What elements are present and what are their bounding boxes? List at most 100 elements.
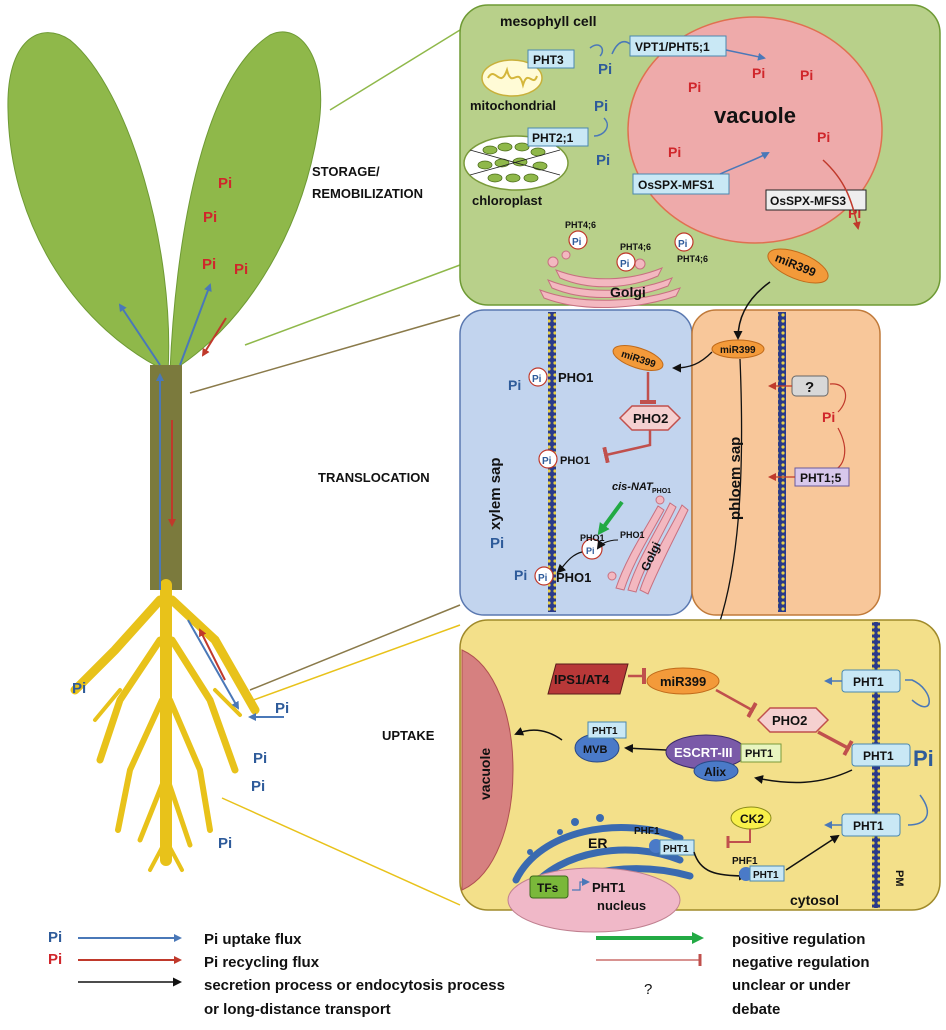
label-translocation: TRANSLOCATION <box>318 470 430 485</box>
legend-unclear-2: debate <box>732 1001 780 1018</box>
pm-label: PM <box>893 870 905 887</box>
xylem-golgi-icon <box>607 495 689 595</box>
mitochondrion-icon <box>481 59 543 97</box>
legend-unclear-1: unclear or under <box>732 977 851 994</box>
pht1-escrt-label: PHT1 <box>745 748 773 760</box>
meso-pi-2: Pi <box>594 98 608 115</box>
pht1-mvb-box <box>587 721 627 739</box>
pho1-top-label: PHO1 <box>558 370 593 385</box>
pho1-top-pi: Pi <box>532 374 542 385</box>
legend: Pi Pi uptake flux Pi Pi recycling flux s… <box>48 929 870 1018</box>
soil-pi-2: Pi <box>275 700 289 717</box>
stem <box>150 365 182 590</box>
mir399-to-xylem-arrow <box>672 351 713 373</box>
ck2-label: CK2 <box>740 812 764 826</box>
pht1-er-label: PHT1 <box>663 844 689 855</box>
legend-uptake-flux: Pi uptake flux <box>204 931 302 948</box>
root-pho2-label: PHO2 <box>772 713 807 728</box>
vesicle-pi-2: Pi <box>620 259 630 270</box>
legend-negative: negative regulation <box>732 954 870 971</box>
root-vacuole-label: vacuole <box>477 748 493 800</box>
osspx-mfs3-box <box>765 189 867 211</box>
mir399-longdist-arrow <box>733 281 771 340</box>
vac-pi-5: Pi <box>668 144 681 160</box>
vesicle-pi-1: Pi <box>572 237 582 248</box>
pht46-label-1: PHT4;6 <box>565 220 596 230</box>
pho1-vesicle-pi: Pi <box>586 546 595 556</box>
pho1-mid-label: PHO1 <box>560 455 590 467</box>
pht21-box <box>527 127 589 147</box>
pht21-label: PHT2;1 <box>532 131 574 145</box>
osspx-mfs1-label: OsSPX-MFS1 <box>638 178 714 192</box>
meso-golgi-label: Golgi <box>610 284 646 300</box>
vesicle-pi-3: Pi <box>678 239 688 250</box>
pht1-pm-mid <box>851 743 911 767</box>
nucleus-label: nucleus <box>597 898 646 913</box>
pho1-bottom-pi: Pi <box>538 573 548 584</box>
roots <box>70 579 260 872</box>
pht15-label: PHT1;5 <box>800 471 842 485</box>
cis-nat-label: cis-NAT <box>612 481 654 493</box>
meso-pi-3: Pi <box>596 152 610 169</box>
pho1-vesicle-label: PHO1 <box>580 533 605 543</box>
legend-positive: positive regulation <box>732 931 865 948</box>
phloem-mir399-label: miR399 <box>720 345 756 356</box>
meso-mir399-shape <box>767 248 829 284</box>
vac-pi-2: Pi <box>800 67 813 83</box>
chloroplast-icon <box>463 135 569 191</box>
pht1-pm-top-label: PHT1 <box>853 675 884 689</box>
ips1-label: IPS1/AT4 <box>554 672 610 687</box>
legend-pi-blue: Pi <box>48 929 62 946</box>
zoom-connectors <box>189 29 461 906</box>
cis-nat-sub: PHO1 <box>652 488 671 495</box>
vpt1-box <box>629 35 727 57</box>
xylem-panel: xylem sap Pi Pi Pi Pi PHO1 miR399 PHO2 P… <box>459 309 693 616</box>
plant-illustration: Pi Pi Pi Pi Pi Pi Pi Pi Pi <box>7 31 322 872</box>
meso-pi-1: Pi <box>598 61 612 78</box>
nucleus-pht1-label: PHT1 <box>592 880 625 895</box>
cytosol-label: cytosol <box>790 892 839 908</box>
phloem-pi: Pi <box>822 409 835 425</box>
golgi-icon <box>538 250 682 308</box>
phloem-mir399-shape <box>711 339 765 359</box>
unknown-label: ? <box>805 379 814 396</box>
pht1-cyto-box <box>749 865 785 882</box>
xylem-pho2-shape <box>618 405 682 431</box>
pht1-er-box <box>659 839 695 856</box>
label-storage: STORAGE/ <box>312 164 380 179</box>
vac-pi-1: Pi <box>752 65 765 81</box>
legend-pi-red: Pi <box>48 951 62 968</box>
mvb-label: MVB <box>583 744 608 756</box>
pho1-golgi-label: PHO1 <box>620 530 645 540</box>
pht1-pm-bottom-label: PHT1 <box>853 819 884 833</box>
ips1-shape <box>547 663 629 695</box>
phf1-cyto-label: PHF1 <box>732 856 758 867</box>
pht46-label-2: PHT4;6 <box>620 242 651 252</box>
pht3-box <box>527 49 575 69</box>
tfs-box <box>529 875 569 899</box>
root-vacuole <box>461 649 514 891</box>
alix-label: Alix <box>704 765 726 779</box>
soil-pi-5: Pi <box>218 835 232 852</box>
label-uptake: UPTAKE <box>382 728 435 743</box>
xylem-pi-1: Pi <box>508 377 521 393</box>
pht46-label-3: PHT4;6 <box>677 254 708 264</box>
phloem-membrane <box>778 312 786 612</box>
osspx-mfs1-box <box>632 173 730 195</box>
xylem-mir399-shape <box>612 345 664 371</box>
root-mir399-label: miR399 <box>660 674 706 689</box>
soil-pi-3: Pi <box>253 750 267 767</box>
mesophyll-panel: mesophyll cell vacuole Pi Pi Pi Pi Pi Pi… <box>459 4 941 308</box>
vacuole-label: vacuole <box>714 103 796 128</box>
vac-pi-3: Pi <box>688 79 701 95</box>
escrt-label: ESCRT-III <box>674 745 733 760</box>
er-ribosomes <box>527 814 604 855</box>
phf1-er-label: PHF1 <box>634 826 660 837</box>
pht1-cyto-label: PHT1 <box>753 870 779 881</box>
pho1-mid-pi: Pi <box>542 456 552 467</box>
pht1-mvb-label: PHT1 <box>592 726 618 737</box>
vpt1-label: VPT1/PHT5;1 <box>635 40 710 54</box>
legend-question: ? <box>644 981 652 998</box>
pho1-bottom-circle <box>534 566 554 586</box>
xylem-pi-3: Pi <box>514 567 527 583</box>
